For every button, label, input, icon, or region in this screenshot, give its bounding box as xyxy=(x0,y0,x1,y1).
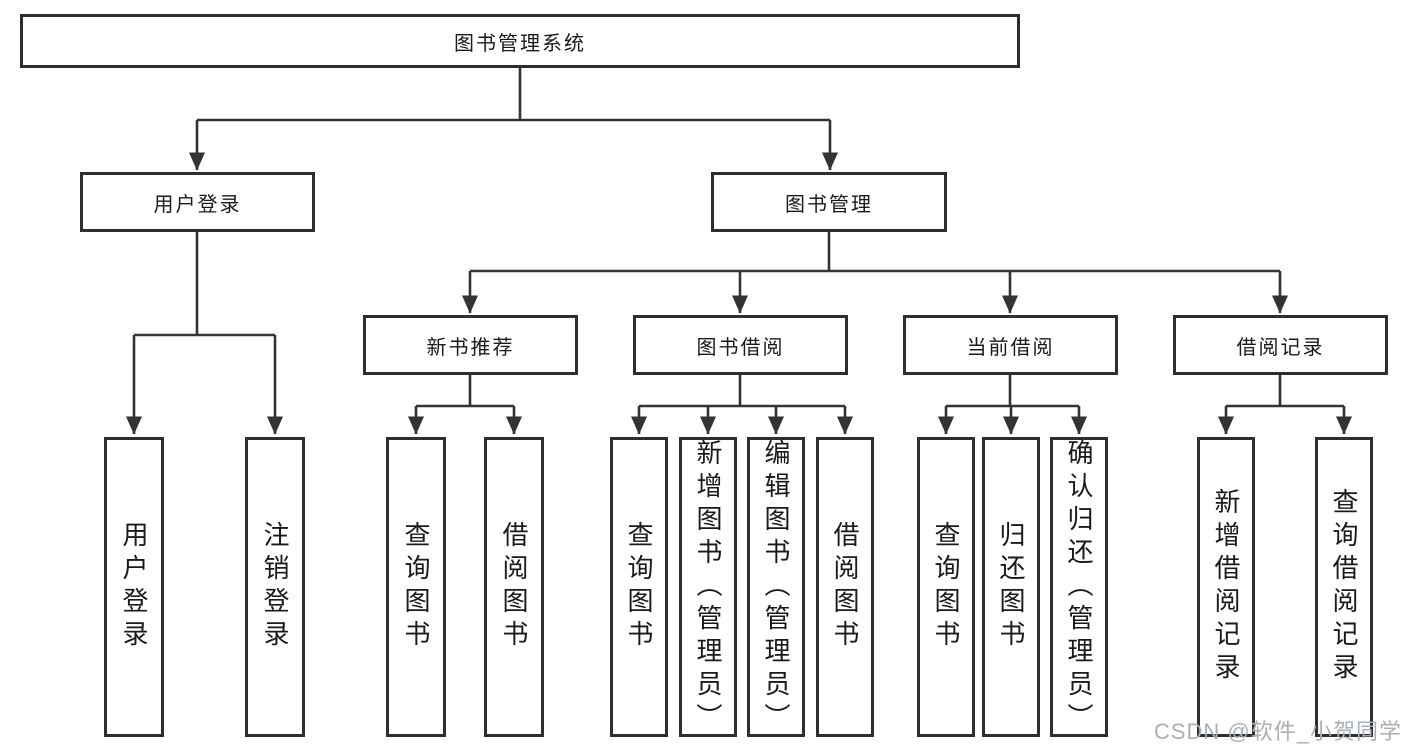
node-leaf-query-books-3: 查询图书 xyxy=(917,437,975,737)
node-book-borrowing: 图书借阅 xyxy=(633,315,848,375)
node-root: 图书管理系统 xyxy=(20,14,1020,68)
node-leaf-query-borrow-record: 查询借阅记录 xyxy=(1315,437,1373,737)
node-label: 当前借阅 xyxy=(966,336,1055,359)
node-leaf-borrow-books-1: 借阅图书 xyxy=(484,437,544,737)
node-leaf-add-books-admin: 新增图书（管理员） xyxy=(679,437,737,737)
node-leaf-return-books: 归还图书 xyxy=(982,437,1040,737)
node-label: 新书推荐 xyxy=(426,336,515,359)
node-label: 借阅记录 xyxy=(1236,336,1325,359)
node-label: 确认归还（管理员） xyxy=(1064,438,1094,736)
node-leaf-confirm-return-admin: 确认归还（管理员） xyxy=(1050,437,1108,737)
node-current-borrowing: 当前借阅 xyxy=(903,315,1118,375)
node-label: 用户登录 xyxy=(153,193,242,216)
node-label: 注销登录 xyxy=(260,521,290,653)
node-label: 查询图书 xyxy=(624,521,654,653)
node-new-book-recommendation: 新书推荐 xyxy=(363,315,578,375)
node-label: 用户登录 xyxy=(119,521,149,653)
watermark: CSDN @软件_小贺同学 xyxy=(1153,719,1402,744)
node-label: 编辑图书（管理员） xyxy=(761,438,791,736)
node-label: 查询图书 xyxy=(401,521,431,653)
node-label: 图书管理系统 xyxy=(454,32,586,55)
node-label: 图书借阅 xyxy=(696,336,785,359)
node-label: 新增借阅记录 xyxy=(1211,488,1241,686)
node-label: 借阅图书 xyxy=(499,521,529,653)
node-user-login: 用户登录 xyxy=(80,172,315,232)
node-leaf-user-login: 用户登录 xyxy=(104,437,164,737)
node-book-management: 图书管理 xyxy=(711,172,947,232)
node-label: 借阅图书 xyxy=(830,521,860,653)
node-leaf-query-books-1: 查询图书 xyxy=(386,437,446,737)
node-leaf-edit-books-admin: 编辑图书（管理员） xyxy=(747,437,805,737)
node-leaf-query-books-2: 查询图书 xyxy=(610,437,668,737)
node-label: 查询图书 xyxy=(931,521,961,653)
node-leaf-logout: 注销登录 xyxy=(245,437,305,737)
node-label: 归还图书 xyxy=(996,521,1026,653)
node-label: 图书管理 xyxy=(785,193,873,216)
node-leaf-borrow-books-2: 借阅图书 xyxy=(816,437,874,737)
node-leaf-add-borrow-record: 新增借阅记录 xyxy=(1197,437,1255,737)
node-label: 新增图书（管理员） xyxy=(693,438,723,736)
node-borrowing-records: 借阅记录 xyxy=(1173,315,1388,375)
node-label: 查询借阅记录 xyxy=(1329,488,1359,686)
